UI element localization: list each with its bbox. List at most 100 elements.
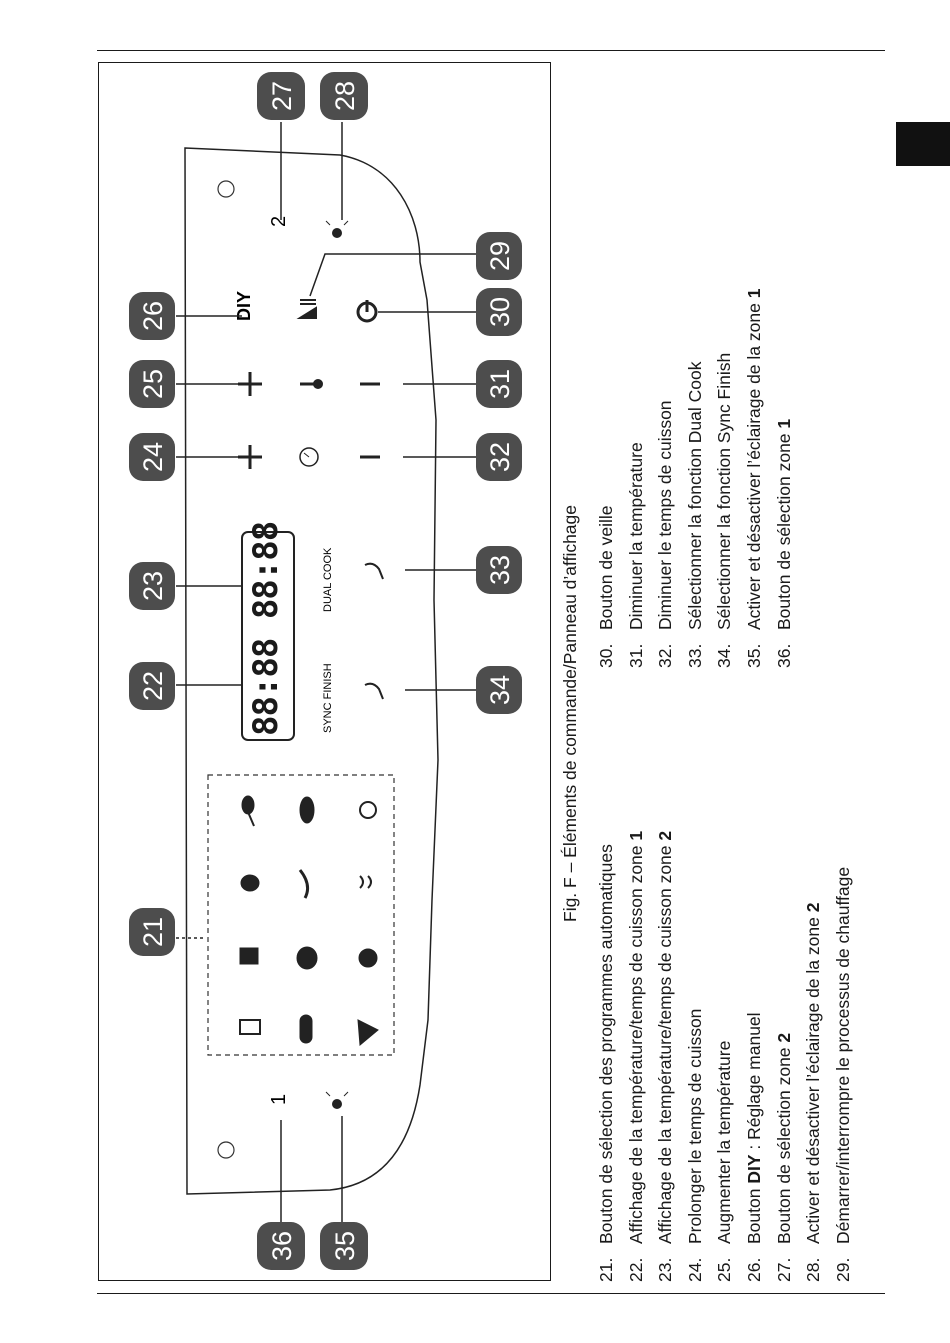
callout-number-36: 36 [267,1231,297,1261]
sync-finish-label: SYNC FINISH [322,663,334,733]
callout-number-21: 21 [138,917,168,947]
figure-frame [98,62,551,1281]
legend-text: Bouton de sélection zone 2 [770,1033,800,1244]
callout-number-23: 23 [138,571,168,601]
legend-text: Diminuer la température [622,442,652,630]
legend-text-bold: 2 [803,902,824,913]
mount-hole-top [217,180,235,198]
legend-text: Sélectionner la fonction Sync Finish [710,353,740,630]
legend-text-bold: 2 [773,1032,794,1043]
callout-number-27: 27 [267,81,297,111]
callout-number-31: 31 [485,369,515,399]
callout-32 [476,433,522,481]
legend-text-body: Affichage de la température/temps de cui… [625,840,646,1244]
callout-number-24: 24 [138,442,168,472]
zone1-label: 1 [268,1094,290,1105]
pizza-icon [357,1019,379,1047]
legend-text: Démarrer/interrompre le processus de cha… [829,867,859,1244]
legend-number: 32. [655,643,676,668]
callout-21 [129,908,175,956]
thermometer-icon [300,379,323,389]
callout-33 [476,546,522,594]
legend-item: 27. Bouton de sélection zone 2 [770,831,800,1282]
clock-icon [299,447,319,467]
legend-item: 26. Bouton DIY : Réglage manuel [740,831,770,1282]
callout-numbers: 21 22 23 24 25 26 27 28 29 30 31 32 33 3… [138,81,515,1261]
legend-item: 29. Démarrer/interrompre le processus de … [829,831,859,1282]
legend-item: 34.Sélectionner la fonction Sync Finish [710,289,740,668]
digital-display [241,531,295,741]
legend-item: 21. Bouton de sélection des programmes au… [592,831,622,1282]
legend-text-prefix: Bouton [743,1183,764,1244]
play-pause-icon [296,299,317,319]
program-selection-box [207,774,395,1056]
bottom-rule [97,1293,885,1294]
callout-35 [320,1222,368,1270]
legend-text: Activer et désactiver l’éclairage de la … [740,289,770,630]
callout-27 [257,72,305,120]
callout-26 [129,292,175,340]
chicken-leg-icon [241,795,255,827]
legend-item: 36.Bouton de sélection zone 1 [770,289,800,668]
legend-number: 35. [743,643,764,668]
legend-item: 30. Bouton de veille [592,289,622,668]
legend-text: Prolonger le temps de cuisson [681,1009,711,1244]
legend-text-body: Bouton de sélection zone [773,428,794,630]
legend-number: 26. [743,1257,764,1282]
callout-number-26: 26 [138,301,168,331]
callout-number-34: 34 [485,675,515,705]
legend-number: 21. [596,1257,616,1282]
legend-text: Augmenter la température [710,1041,740,1244]
legend-number: 29. [832,1257,853,1282]
legend-text-body: Bouton de veille [596,505,616,630]
legend-text-bold: 2 [655,830,676,841]
legend-text-bold: DIY [743,1154,764,1184]
muffin-icon [296,946,318,970]
section-thumb-tab [896,122,950,166]
legend-number: 31. [625,643,646,668]
callout-number-29: 29 [485,241,515,271]
callout-36 [257,1222,305,1270]
legend-number: 28. [803,1257,824,1282]
legend-item: 33.Sélectionner la fonction Dual Cook [681,289,711,669]
leader-lines [176,122,476,1222]
light-bulb-icon-zone1 [325,1091,349,1109]
plus-icon-time [238,445,262,469]
legend-text: Bouton DIY : Réglage manuel [740,1012,770,1244]
plus-icon-temperature [238,372,262,396]
dehydrate-icon [359,875,372,889]
legend-text: Affichage de la température/temps de cui… [651,831,681,1244]
light-bulb-icon-zone2 [325,220,349,238]
legend-item: 32.Diminuer le temps de cuisson [651,289,681,668]
top-rule [97,50,885,51]
fish-icon [299,796,315,824]
legend-item: 28. Activer et désactiver l’éclairage de … [799,831,829,1282]
callout-24 [129,433,175,481]
legend-text: Bouton de sélection des programmes autom… [592,844,622,1244]
legend-right: 30. Bouton de veille 31. Diminuer la tempér… [592,289,799,668]
callout-number-30: 30 [485,297,515,327]
legend-text-body: Prolonger le temps de cuisson [684,1008,705,1244]
display-digits: 88:88 88:88 [246,521,286,736]
callout-badges [129,72,522,1270]
diy-label: DIY [234,291,254,321]
callout-22 [129,662,175,710]
legend-number: 30. [596,643,616,668]
legend-number: 27. [773,1257,794,1282]
legend-item: 22.Affichage de la température/temps de … [622,831,652,1282]
program-icons [239,795,379,1047]
legend-number: 25. [714,1257,735,1282]
legend-text-bold: 1 [743,288,764,299]
legend-text-body: Sélectionner la fonction Dual Cook [684,361,705,631]
legend-text: Bouton de veille [592,505,622,630]
power-icon [356,300,378,323]
vegetables-icon [358,948,378,968]
legend-text-body: Activer et désactiver l’éclairage de la … [803,912,824,1244]
legend-text-suffix: : Réglage manuel [743,1012,764,1155]
legend-number: 23. [655,1257,676,1282]
steak-icon [240,874,260,892]
legend-text: Sélectionner la fonction Dual Cook [681,362,711,631]
sausage-icon [299,1014,313,1044]
legend-item: 31. Diminuer la température [622,289,652,668]
figure-caption: Fig. F – Éléments de commande/Panneau d’… [560,504,580,922]
